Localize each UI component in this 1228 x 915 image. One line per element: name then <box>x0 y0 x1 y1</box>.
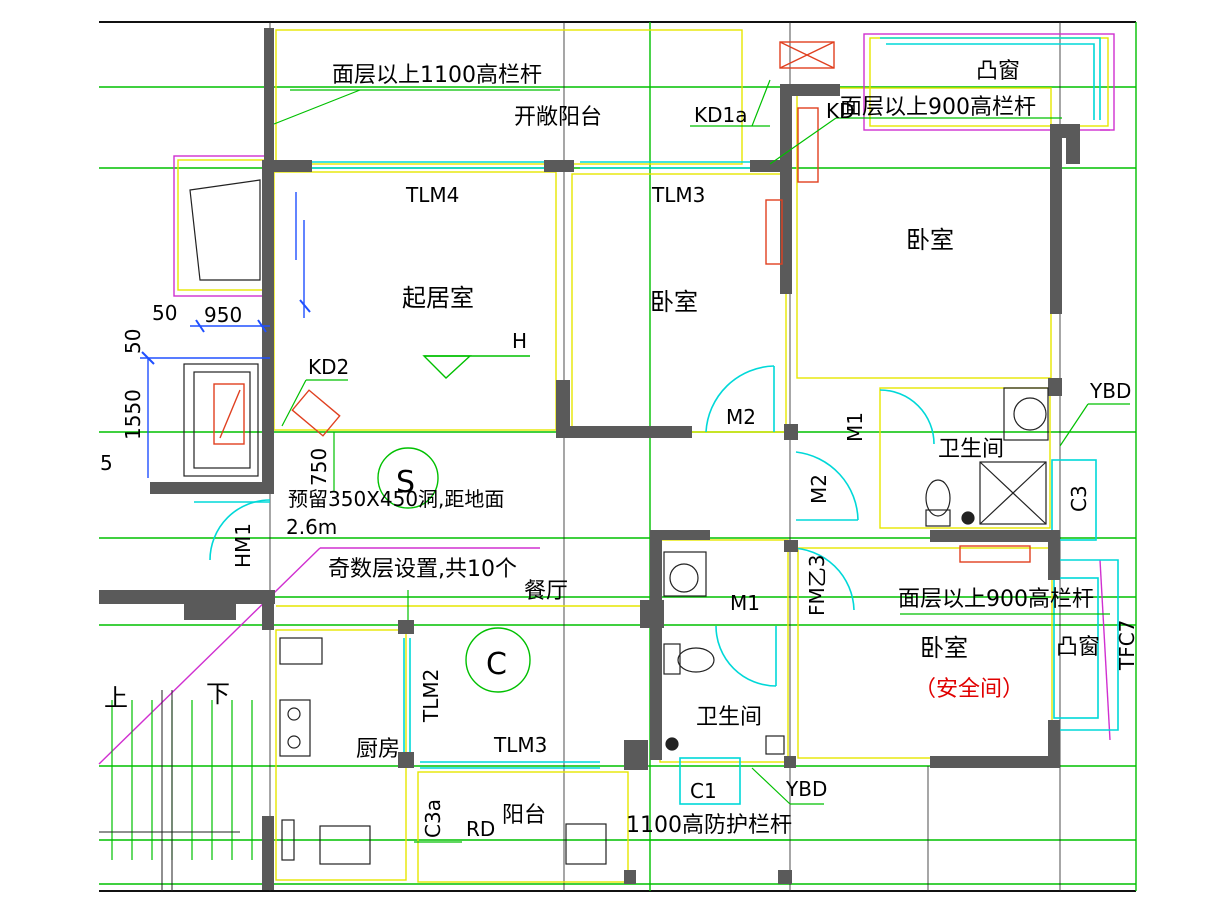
label-tfc7: TFC7 <box>1115 620 1139 671</box>
label-dining-room: 餐厅 <box>524 579 568 604</box>
label-dim-50a: 50 <box>152 301 177 325</box>
label-ybd-bottom: YBD <box>785 777 827 801</box>
label-bathroom-ne: 卫生间 <box>938 437 1004 462</box>
label-kd2: KD2 <box>308 355 349 379</box>
label-tlm4: TLM4 <box>405 183 459 207</box>
dimension-lines <box>140 192 305 478</box>
windows <box>194 37 1119 805</box>
label-kd-right: KD <box>826 99 855 123</box>
label-dim-5: 5 <box>100 451 113 475</box>
label-kd1a: KD1a <box>694 103 748 127</box>
label-odd-floor-note: 奇数层设置,共10个 <box>328 557 517 582</box>
section-circle-s <box>377 447 439 509</box>
label-reserved-hole-1: 预留350X450洞,距地面 <box>288 487 504 511</box>
label-rail-900-top: 面层以上900高栏杆 <box>840 95 1036 120</box>
label-bedroom-ne: 卧室 <box>906 226 954 254</box>
label-balcony: 阳台 <box>502 803 546 828</box>
leader-lines <box>273 79 1130 843</box>
label-safe-room: （安全间） <box>914 677 1024 702</box>
label-dim-50b: 50 <box>121 329 145 354</box>
label-s-circle: S <box>396 465 415 500</box>
label-m2-a: M2 <box>726 405 756 429</box>
label-fm-z3: FM乙3 <box>805 555 829 616</box>
label-rd: RD <box>466 817 495 841</box>
label-bay-window-side: 凸窗 <box>1056 635 1100 660</box>
label-stair-up: 上 <box>104 684 128 712</box>
label-dim-950: 950 <box>204 303 242 327</box>
label-m2-b: M2 <box>807 474 831 504</box>
label-bedroom-mid: 卧室 <box>650 288 698 316</box>
label-m1-b: M1 <box>730 591 760 615</box>
label-dim-1550: 1550 <box>121 389 145 440</box>
label-bathroom-s: 卫生间 <box>696 705 762 730</box>
label-dim-750: 750 <box>307 448 331 486</box>
wall-outlines <box>177 29 1109 883</box>
label-ybd-top: YBD <box>1089 379 1131 403</box>
label-c3a: C3a <box>421 799 445 838</box>
walls <box>99 28 1080 890</box>
label-m1-vertical: M1 <box>843 412 867 442</box>
label-open-balcony: 开敞阳台 <box>514 105 602 130</box>
label-c3: C3 <box>1067 485 1091 512</box>
label-rail-1100-bottom: 1100高防护栏杆 <box>626 813 792 838</box>
label-h-mark: H <box>512 329 527 353</box>
label-hm1: HM1 <box>231 523 255 568</box>
label-tlm3-bottom: TLM3 <box>493 733 547 757</box>
label-rail-900-bottom: 面层以上900高栏杆 <box>898 587 1094 612</box>
label-bedroom-se: 卧室 <box>920 634 968 662</box>
label-c1: C1 <box>690 779 717 803</box>
level-mark <box>422 355 530 379</box>
label-rail-1100-top: 面层以上1100高栏杆 <box>332 63 542 88</box>
label-living-room: 起居室 <box>402 284 474 312</box>
label-tlm3-top: TLM3 <box>651 183 705 207</box>
sanitary-fixtures <box>183 179 1049 865</box>
section-circle-c <box>465 627 531 693</box>
label-stair-down: 下 <box>206 680 230 708</box>
label-tlm2: TLM2 <box>419 669 443 723</box>
label-bay-window-top: 凸窗 <box>976 59 1020 84</box>
label-reserved-hole-2: 2.6m <box>286 515 337 539</box>
label-kitchen: 厨房 <box>356 737 400 762</box>
label-c-circle: C <box>486 647 507 682</box>
